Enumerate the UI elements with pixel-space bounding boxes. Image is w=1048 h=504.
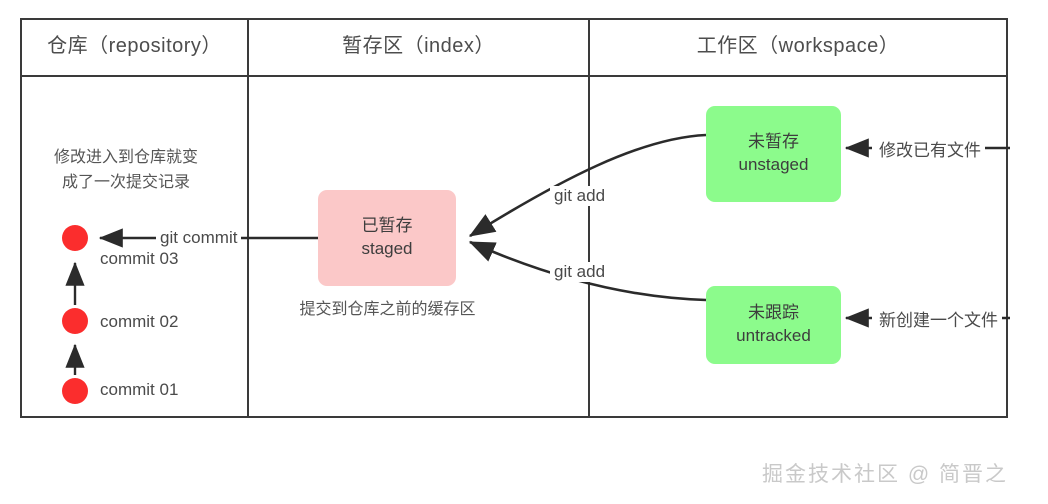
column-header-repository: 仓库（repository） <box>47 35 222 57</box>
repository-note-line-1: 修改进入到仓库就变 <box>53 149 198 166</box>
node-unstaged-label-cn: 未暂存 <box>748 132 799 152</box>
commit-node-01 <box>62 378 88 404</box>
column-header-index: 暂存区（index） <box>342 35 495 57</box>
repository-note: 修改进入到仓库就变 成了一次提交记录 <box>26 146 226 196</box>
commit-node-02 <box>62 308 88 334</box>
edge-label-git-commit: git commit <box>156 228 242 248</box>
watermark: 掘金技术社区 @ 简晋之 <box>762 463 1008 486</box>
header-divider <box>20 75 1008 77</box>
staged-caption: 提交到仓库之前的缓存区 <box>299 301 476 318</box>
node-untracked: 未跟踪 untracked <box>706 286 841 364</box>
commit-label-02: commit 02 <box>100 312 179 331</box>
commit-label-01: commit 01 <box>100 380 179 399</box>
node-unstaged-label-en: unstaged <box>738 155 809 174</box>
commit-node-03 <box>62 225 88 251</box>
node-untracked-label-en: untracked <box>736 326 811 345</box>
edge-label-modify-existing-file: 修改已有文件 <box>875 136 985 161</box>
repository-note-line-2: 成了一次提交记录 <box>61 173 190 191</box>
commit-label-03: commit 03 <box>100 249 179 268</box>
table-frame <box>20 18 1008 418</box>
column-header-workspace: 工作区（workspace） <box>696 35 900 57</box>
column-divider-2 <box>588 18 590 418</box>
edge-label-create-new-file: 新创建一个文件 <box>875 306 1002 331</box>
node-staged-label-cn: 已暂存 <box>361 216 413 236</box>
edge-label-git-add-top: git add <box>550 186 610 206</box>
node-staged: 已暂存 staged <box>318 190 456 286</box>
edge-label-git-add-bottom: git add <box>550 262 610 282</box>
node-unstaged: 未暂存 unstaged <box>706 106 841 202</box>
node-staged-label-en: staged <box>361 239 413 258</box>
node-untracked-label-cn: 未跟踪 <box>748 303 799 323</box>
column-divider-1 <box>247 18 249 418</box>
